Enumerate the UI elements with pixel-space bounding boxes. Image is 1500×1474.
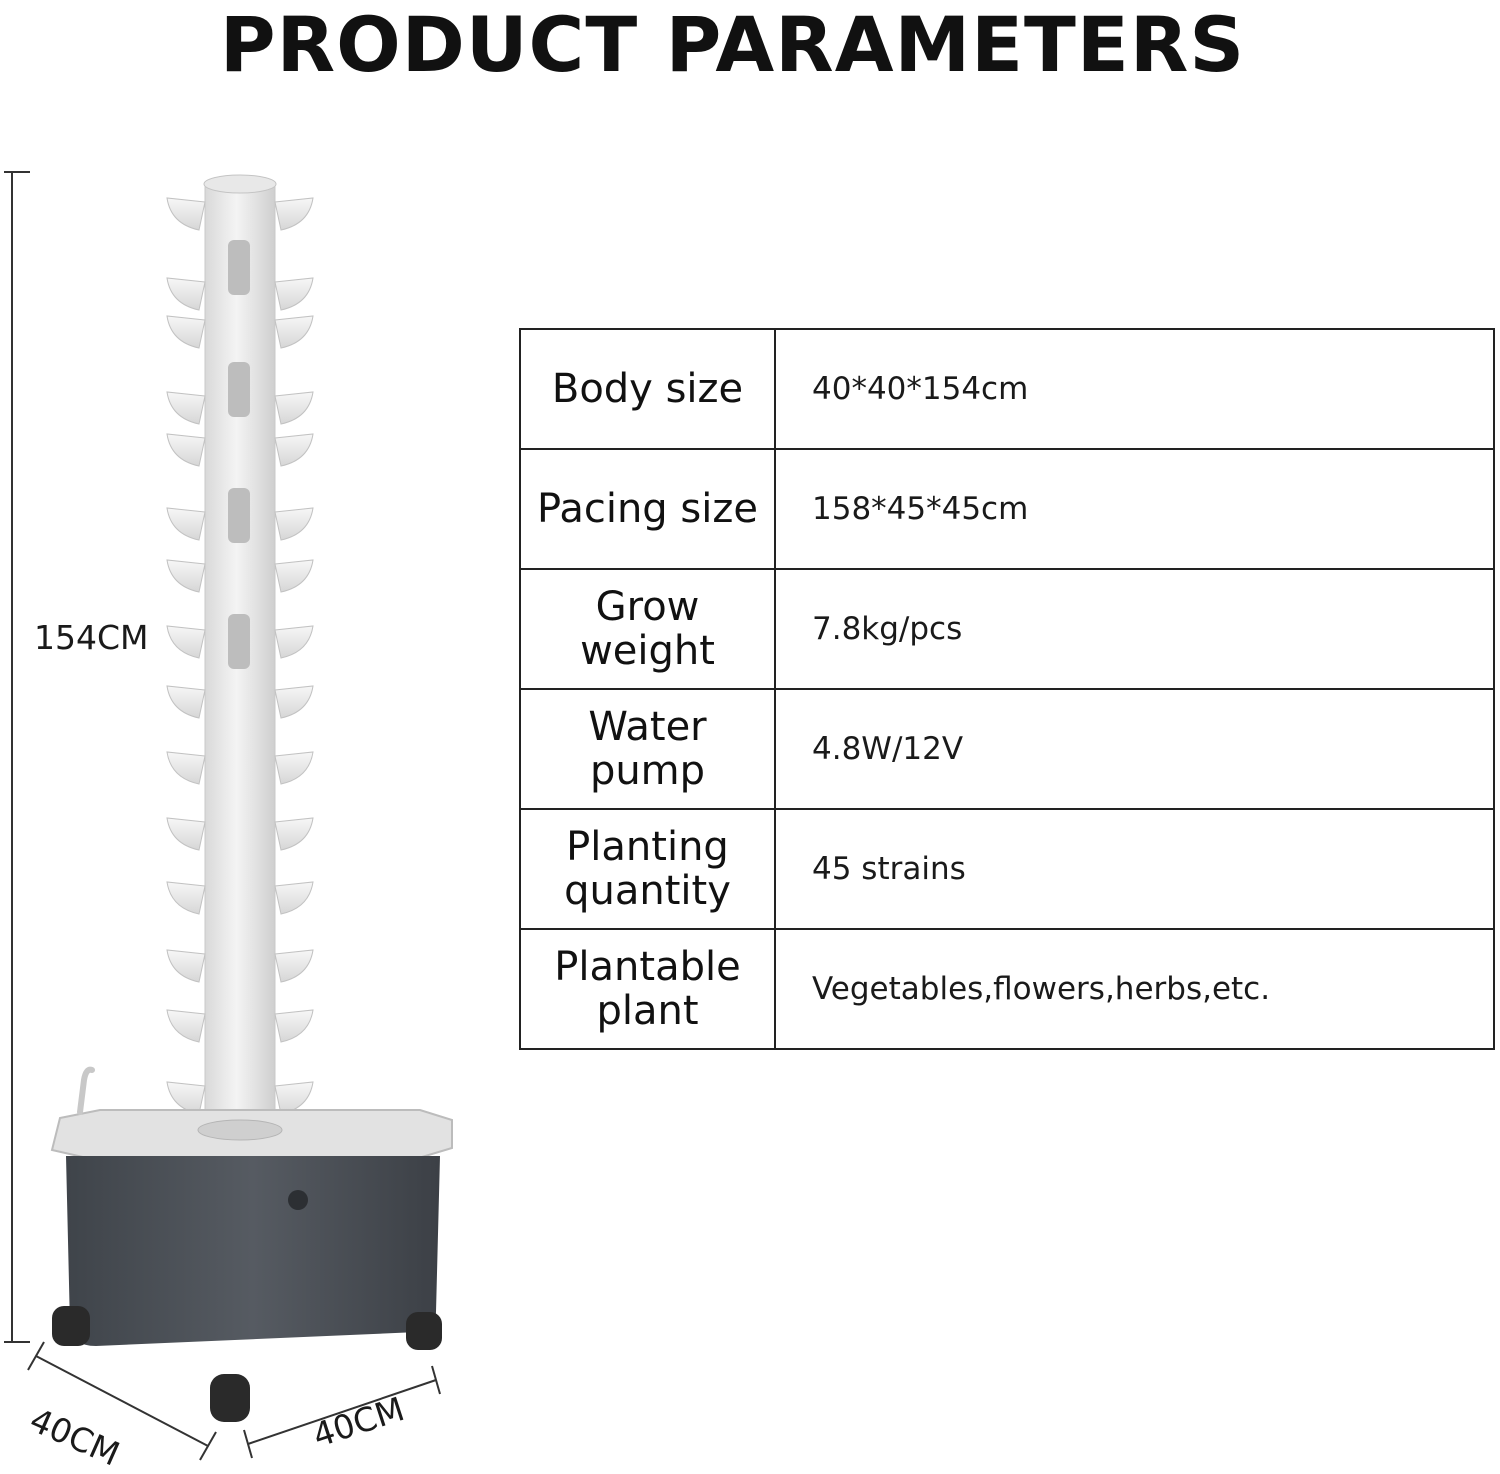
spec-label: Water pump: [519, 688, 776, 810]
spec-value: 45 strains: [774, 808, 1495, 930]
planting-pot: [274, 197, 314, 231]
planting-pot: [274, 507, 314, 541]
height-dimension-line: [4, 171, 30, 1343]
spec-value: 40*40*154cm: [774, 328, 1495, 450]
planting-pot: [274, 433, 314, 467]
table-row: Grow weight 7.8kg/pcs: [519, 568, 1495, 690]
planting-pot: [274, 949, 314, 983]
planting-pot: [166, 625, 206, 659]
planting-pot: [166, 277, 206, 311]
spec-label: Body size: [519, 328, 776, 450]
planting-pot: [166, 881, 206, 915]
planting-pot: [166, 391, 206, 425]
spec-table: Body size 40*40*154cm Pacing size 158*45…: [519, 328, 1495, 1050]
spec-label: Pacing size: [519, 448, 776, 570]
spec-value: 7.8kg/pcs: [774, 568, 1495, 690]
planting-pot: [274, 277, 314, 311]
planting-pot: [274, 685, 314, 719]
spec-label: Plantable plant: [519, 928, 776, 1050]
planting-pots: [166, 197, 314, 1115]
spec-value: Vegetables,flowers,herbs,etc.: [774, 928, 1495, 1050]
planting-pot: [274, 391, 314, 425]
planting-pot: [274, 817, 314, 851]
planting-pot: [166, 949, 206, 983]
planting-pot: [166, 685, 206, 719]
planting-pot: [166, 1009, 206, 1043]
planting-pot: [274, 881, 314, 915]
spec-label: Grow weight: [519, 568, 776, 690]
planting-pot: [274, 625, 314, 659]
table-row: Pacing size 158*45*45cm: [519, 448, 1495, 570]
base-dimension-lines: [27, 1341, 441, 1461]
spec-label: Planting quantity: [519, 808, 776, 930]
product-image: [4, 171, 453, 1461]
planting-pot: [166, 751, 206, 785]
table-row: Water pump 4.8W/12V: [519, 688, 1495, 810]
planting-pot: [166, 507, 206, 541]
page-title: PRODUCT PARAMETERS: [219, 0, 1246, 89]
table-row: Body size 40*40*154cm: [519, 328, 1495, 450]
planting-pot: [274, 751, 314, 785]
planting-pot: [166, 315, 206, 349]
planting-pot: [166, 817, 206, 851]
planting-pot: [166, 197, 206, 231]
planting-pot: [274, 315, 314, 349]
spec-value: 158*45*45cm: [774, 448, 1495, 570]
table-row: Plantable plant Vegetables,flowers,herbs…: [519, 928, 1495, 1050]
table-row: Planting quantity 45 strains: [519, 808, 1495, 930]
planting-pot: [274, 1009, 314, 1043]
height-dimension-label: 154CM: [34, 618, 149, 657]
planting-pot: [166, 433, 206, 467]
reservoir-base: [66, 1156, 440, 1346]
planting-pot: [166, 559, 206, 593]
spec-value: 4.8W/12V: [774, 688, 1495, 810]
planting-pot: [274, 559, 314, 593]
wheels: [52, 1306, 442, 1422]
